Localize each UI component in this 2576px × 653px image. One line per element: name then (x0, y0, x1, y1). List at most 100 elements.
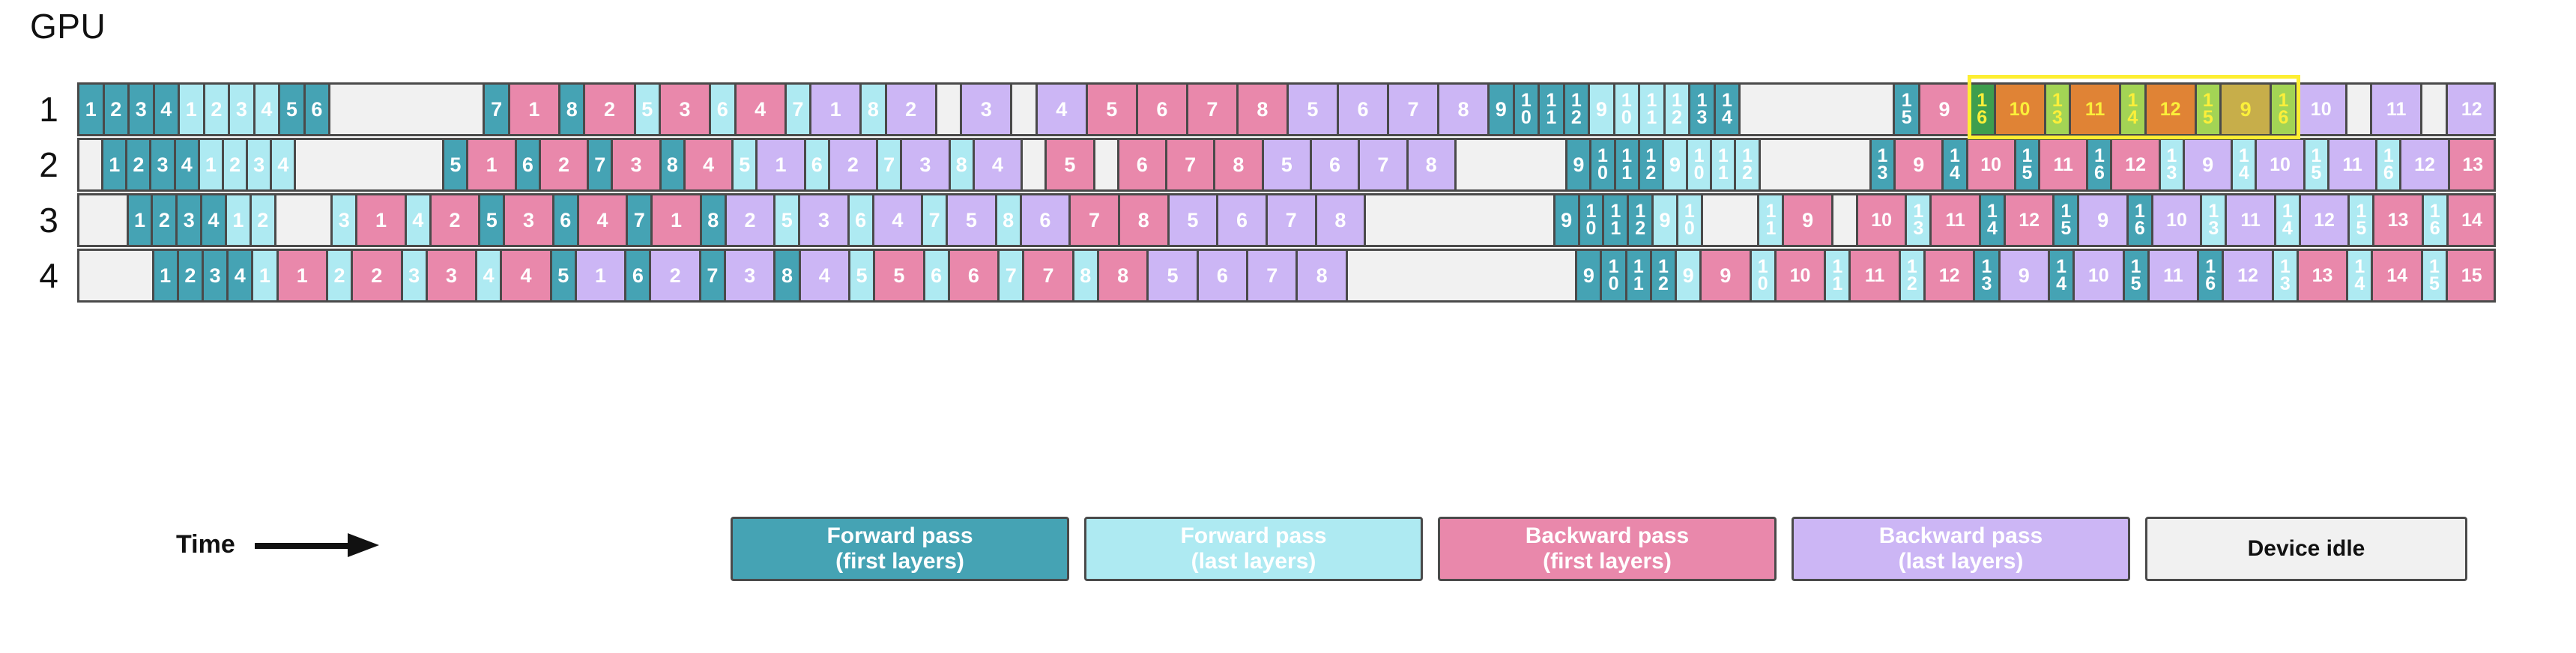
microbatch-id: 8 (1137, 208, 1149, 231)
microbatch-id: 2 (211, 97, 223, 121)
microbatch-cell-backward-first: 8 (1098, 251, 1149, 300)
microbatch-cell-backward-last: 5 (1288, 85, 1339, 134)
microbatch-id: 1 3 (2052, 90, 2063, 128)
microbatch-cell-forward-last: 2 (251, 195, 276, 245)
microbatch-id: 1 6 (2205, 256, 2216, 294)
microbatch-cell-forward-first: 8 (661, 140, 686, 189)
microbatch-cell-forward-last-highlight: 1 6 (2272, 85, 2297, 134)
microbatch-id: 4 (234, 264, 246, 287)
microbatch-id: 8 (1316, 264, 1328, 287)
microbatch-cell-forward-last: 7 (1000, 251, 1025, 300)
microbatch-id: 1 1 (1546, 90, 1557, 128)
microbatch-id: 10 (2310, 98, 2332, 120)
microbatch-cell-forward-first: 6 (626, 251, 652, 300)
microbatch-cell-forward-first: 4 (202, 195, 227, 245)
microbatch-cell-backward-last: 7 (1248, 251, 1298, 300)
microbatch-id: 12 (2159, 98, 2181, 120)
microbatch-cell-backward-first: 2 (585, 85, 636, 134)
microbatch-id: 1 0 (1621, 90, 1632, 128)
microbatch-cell-forward-first: 4 (154, 85, 181, 134)
microbatch-cell-backward-last: 10 (2257, 140, 2306, 189)
microbatch-cell-forward-first: 1 1 (1604, 195, 1630, 245)
microbatch-cell-forward-last: 4 (272, 140, 297, 189)
microbatch-cell-backward-last: 12 (2300, 195, 2350, 245)
microbatch-id: 6 (967, 264, 979, 287)
microbatch-cell-forward-last-highlight: 1 4 (2121, 85, 2147, 134)
microbatch-id: 6 (811, 153, 823, 176)
microbatch-cell-forward-first: 1 3 (1871, 140, 1896, 189)
microbatch-cell-backward-last: 6 (1338, 85, 1389, 134)
microbatch-id: 1 6 (2383, 145, 2394, 183)
microbatch-cell-backward-last: 6 (1218, 195, 1268, 245)
microbatch-cell-backward-first-highlight: 11 (2071, 85, 2122, 134)
microbatch-id: 5 (486, 208, 498, 231)
microbatch-cell-backward-first: 8 (1119, 195, 1170, 245)
microbatch-id: 1 4 (1986, 201, 1998, 239)
microbatch-cell-backward-first: 7 (1024, 251, 1074, 300)
microbatch-cell-forward-last: 6 (711, 85, 737, 134)
microbatch-cell-forward-first: 7 (701, 251, 726, 300)
microbatch-cell-forward-first: 1 1 (1627, 251, 1652, 300)
microbatch-id: 15 (2461, 264, 2482, 286)
arrow-shaft (254, 542, 352, 549)
microbatch-id: 2 (229, 153, 241, 176)
microbatch-cell-backward-first: 4 (685, 140, 734, 189)
microbatch-cell-backward-first: 14 (2448, 195, 2494, 245)
microbatch-cell-backward-first-highlight: 12 (2146, 85, 2197, 134)
microbatch-cell-backward-first: 8 (1215, 140, 1264, 189)
microbatch-id: 1 (829, 97, 841, 121)
microbatch-id: 1 (134, 208, 146, 231)
microbatch-id: 1 6 (1977, 90, 1988, 128)
microbatch-cell-backward-first: 2 (540, 140, 590, 189)
microbatch-id: 5 (1064, 153, 1076, 176)
legend-item-backward-last: Backward pass (last layers) (1792, 517, 2130, 581)
microbatch-cell-forward-last: 1 3 (1907, 195, 1932, 245)
microbatch-id: 4 (261, 97, 273, 121)
microbatch-id: 3 (338, 208, 350, 231)
microbatch-id: 1 5 (2022, 145, 2033, 183)
microbatch-cell-forward-last: 9 (1663, 140, 1689, 189)
microbatch-id: 9 (1682, 264, 1694, 287)
microbatch-cell-forward-last: 2 (205, 85, 231, 134)
microbatch-id: 7 (1285, 208, 1297, 231)
microbatch-id: 2 (158, 208, 170, 231)
microbatch-cell-backward-first: 10 (1776, 251, 1827, 300)
microbatch-id: 12 (2019, 209, 2040, 231)
microbatch-id: 3 (630, 153, 642, 176)
microbatch-id: 5 (893, 264, 905, 287)
microbatch-id: 2 (558, 153, 570, 176)
microbatch-cell-forward-last: 1 6 (2423, 195, 2449, 245)
microbatch-id: 12 (1938, 264, 1960, 286)
microbatch-cell-forward-first: 4 (229, 251, 254, 300)
microbatch-cell-device-idle (2347, 85, 2373, 134)
microbatch-cell-forward-first: 9 (1490, 85, 1515, 134)
microbatch-cell-forward-first: 5 (551, 251, 577, 300)
microbatch-cell-device-idle (1347, 251, 1578, 300)
microbatch-id: 5 (781, 208, 793, 231)
microbatch-cell-forward-last: 1 5 (2350, 195, 2375, 245)
microbatch-cell-backward-last: 8 (1316, 195, 1367, 245)
microbatch-cell-backward-first: 3 (427, 251, 478, 300)
microbatch-id: 1 (296, 264, 308, 287)
microbatch-cell-backward-first: 14 (2373, 251, 2423, 300)
microbatch-cell-backward-last: 1 (576, 251, 627, 300)
microbatch-cell-forward-first: 1 (154, 251, 179, 300)
microbatch-id: 1 0 (1757, 256, 1768, 294)
microbatch-id: 3 (679, 97, 691, 121)
microbatch-id: 8 (1457, 97, 1469, 121)
time-axis-label: Time (176, 530, 235, 559)
microbatch-cell-backward-last: 12 (2401, 140, 2450, 189)
microbatch-id: 8 (781, 264, 793, 287)
microbatch-id: 1 5 (1901, 90, 1912, 128)
microbatch-cell-forward-first: 1 6 (2088, 140, 2113, 189)
microbatch-cell-forward-first: 9 (1577, 251, 1603, 300)
microbatch-cell-forward-first: 5 (480, 195, 506, 245)
microbatch-id: 4 (208, 208, 220, 231)
microbatch-id: 3 (135, 97, 147, 121)
microbatch-id: 6 (1136, 153, 1148, 176)
microbatch-cell-forward-last: 5 (775, 195, 801, 245)
microbatch-id: 2 (847, 153, 859, 176)
microbatch-cell-forward-first: 6 (516, 140, 541, 189)
microbatch-cell-forward-first: 1 1 (1540, 85, 1565, 134)
